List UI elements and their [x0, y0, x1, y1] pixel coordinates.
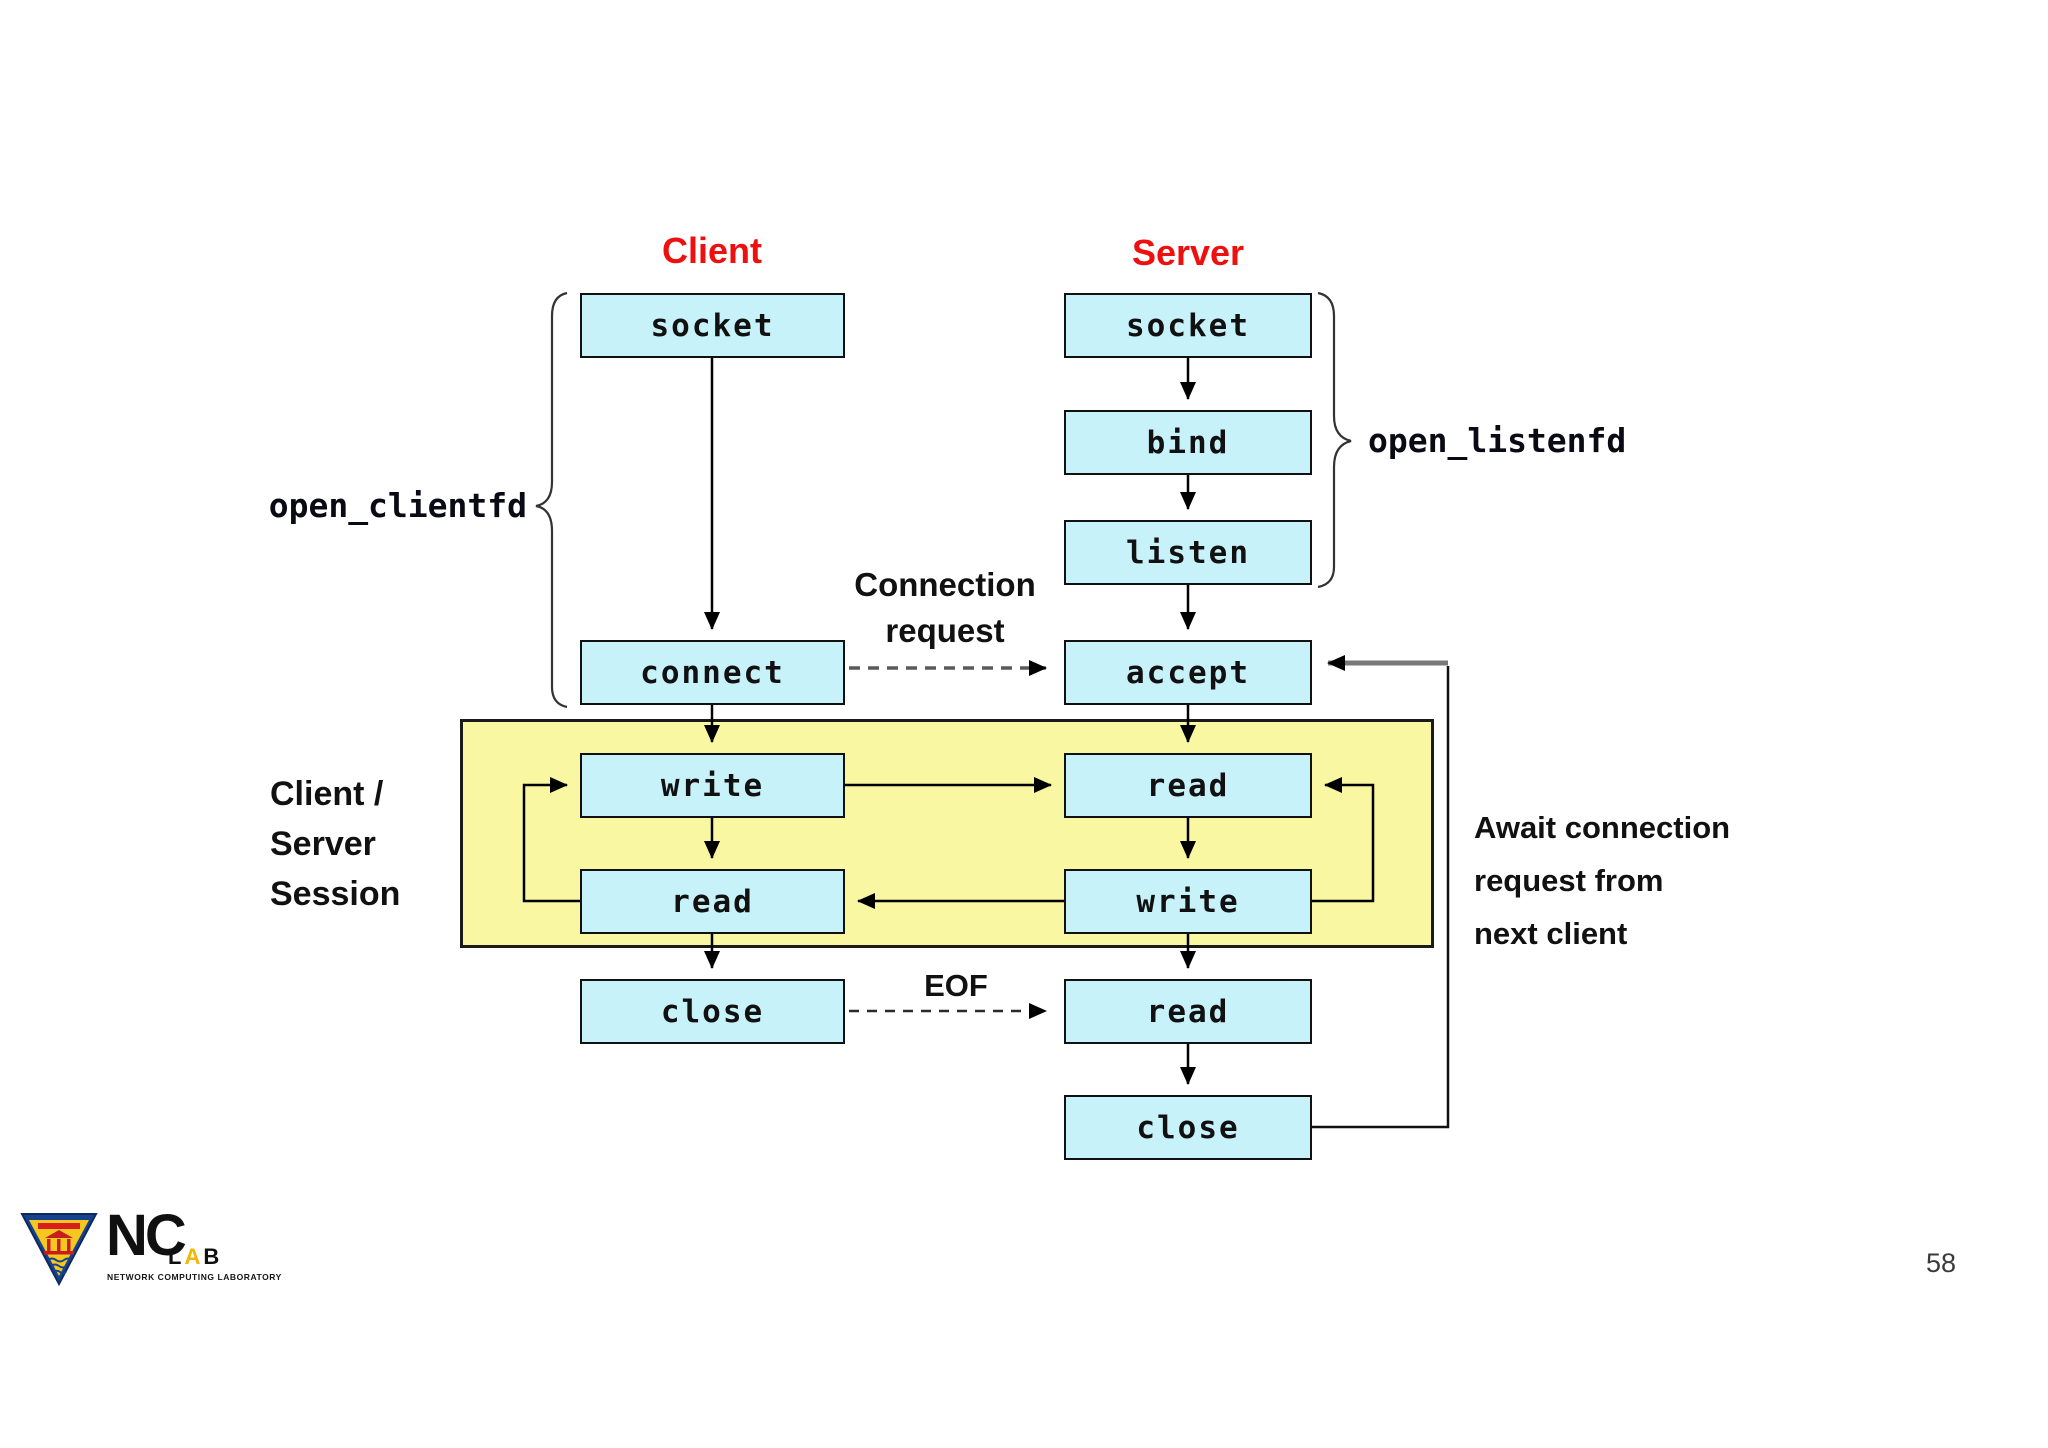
session-label-line2: Server: [270, 825, 376, 863]
server-listen-box: listen: [1064, 520, 1312, 585]
client-socket-box: socket: [580, 293, 845, 358]
connection-request-label: Connection request: [795, 562, 1095, 654]
connection-request-line1: Connection: [854, 566, 1036, 603]
server-close-box: close: [1064, 1095, 1312, 1160]
server-accept-box: accept: [1064, 640, 1312, 705]
await-connection-label: Await connection request from next clien…: [1474, 801, 1736, 959]
session-label: Client / Server Session: [270, 769, 400, 919]
connection-request-line2: request: [885, 612, 1005, 649]
server-read-box: read: [1064, 753, 1312, 818]
logo-nc-text: NC: [106, 1203, 187, 1268]
dashed-arrows: [849, 660, 1047, 1019]
client-write-box: write: [580, 753, 845, 818]
await-line1: Await connection: [1474, 810, 1731, 845]
university-emblem-icon: [20, 1213, 98, 1286]
client-close-box: close: [580, 979, 845, 1044]
open-listenfd-brace: [1317, 291, 1352, 589]
client-read-box: read: [580, 869, 845, 934]
server-column-header: Server: [1131, 232, 1245, 273]
page-number: 58: [1925, 1248, 1957, 1278]
nclab-logo: NC LAB NETWORK COMPUTING LABORATORY: [20, 1203, 281, 1296]
server-bind-box: bind: [1064, 410, 1312, 475]
open-clientfd-label: open_clientfd: [268, 486, 527, 525]
logo-subtitle: NETWORK COMPUTING LABORATORY: [107, 1272, 282, 1282]
client-connect-box: connect: [580, 640, 845, 705]
server-read2-box: read: [1064, 979, 1312, 1044]
session-arrows: [522, 777, 1375, 909]
server-write-box: write: [1064, 869, 1312, 934]
await-line3: next client: [1474, 916, 1628, 951]
logo-lab-l: L: [168, 1244, 185, 1269]
logo-lab-b: B: [203, 1244, 223, 1269]
open-clientfd-brace: [535, 291, 568, 709]
client-column-header: Client: [661, 230, 762, 271]
open-listenfd-label: open_listenfd: [1368, 421, 1627, 460]
session-label-line3: Session: [270, 875, 401, 913]
await-feedback-path: [1312, 655, 1450, 1129]
session-label-line1: Client /: [270, 775, 384, 813]
server-socket-box: socket: [1064, 293, 1312, 358]
eof-label: EOF: [924, 968, 988, 1003]
await-line2: request from: [1474, 863, 1664, 898]
logo-lab-text: LAB: [168, 1244, 222, 1270]
logo-lab-a: A: [184, 1244, 204, 1269]
